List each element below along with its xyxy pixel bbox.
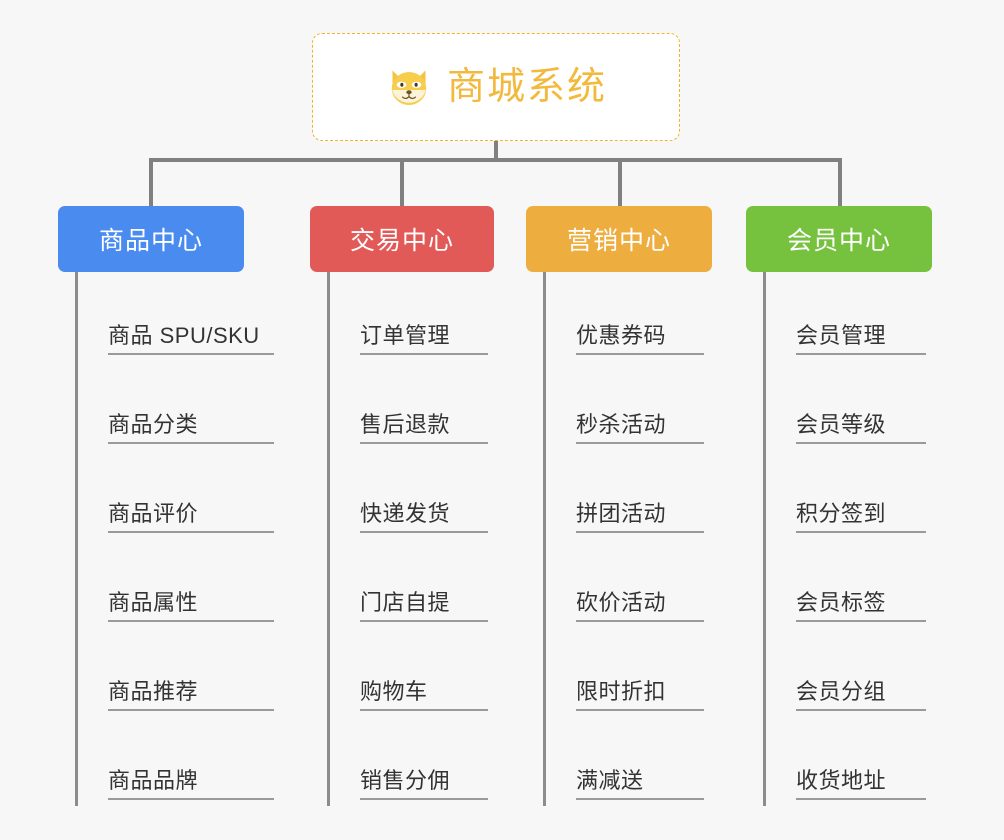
list-item[interactable]: 销售分佣 <box>330 717 494 806</box>
branch-header-3[interactable]: 营销中心 <box>526 206 712 272</box>
leaf-label: 销售分佣 <box>360 768 488 800</box>
branch-header-1[interactable]: 商品中心 <box>58 206 244 272</box>
leaf-label: 商品分类 <box>108 412 274 444</box>
list-item[interactable]: 拼团活动 <box>546 450 712 539</box>
root-node[interactable]: 商城系统 <box>312 33 680 141</box>
leaf-label: 商品属性 <box>108 590 274 622</box>
list-item[interactable]: 会员等级 <box>766 361 932 450</box>
list-item[interactable]: 砍价活动 <box>546 539 712 628</box>
list-item[interactable]: 满减送 <box>546 717 712 806</box>
connector-drop-4 <box>838 158 842 206</box>
list-item[interactable]: 商品 SPU/SKU <box>78 272 274 361</box>
leaf-label: 拼团活动 <box>576 501 704 533</box>
leaf-label: 会员分组 <box>796 679 926 711</box>
list-item[interactable]: 售后退款 <box>330 361 494 450</box>
branch-leaf-list-2: 订单管理 售后退款 快递发货 门店自提 购物车 销售分佣 <box>327 272 494 806</box>
branch-leaf-list-4: 会员管理 会员等级 积分签到 会员标签 会员分组 收货地址 <box>763 272 932 806</box>
branch-column-3: 营销中心 优惠券码 秒杀活动 拼团活动 砍价活动 限时折扣 满减送 <box>526 206 712 806</box>
leaf-label: 优惠券码 <box>576 323 704 355</box>
branch-header-label-3: 营销中心 <box>566 227 671 255</box>
leaf-label: 商品推荐 <box>108 679 274 711</box>
leaf-label: 满减送 <box>576 768 704 800</box>
branch-header-label-1: 商品中心 <box>98 227 203 255</box>
branch-header-4[interactable]: 会员中心 <box>746 206 932 272</box>
list-item[interactable]: 购物车 <box>330 628 494 717</box>
leaf-label: 砍价活动 <box>576 590 704 622</box>
connector-drop-1 <box>149 158 153 206</box>
branch-column-2: 交易中心 订单管理 售后退款 快递发货 门店自提 购物车 销售分佣 <box>310 206 494 806</box>
branch-leaf-list-3: 优惠券码 秒杀活动 拼团活动 砍价活动 限时折扣 满减送 <box>543 272 712 806</box>
list-item[interactable]: 快递发货 <box>330 450 494 539</box>
list-item[interactable]: 商品分类 <box>78 361 274 450</box>
leaf-label: 门店自提 <box>360 590 488 622</box>
list-item[interactable]: 会员分组 <box>766 628 932 717</box>
leaf-label: 快递发货 <box>360 501 488 533</box>
list-item[interactable]: 秒杀活动 <box>546 361 712 450</box>
branch-column-1: 商品中心 商品 SPU/SKU 商品分类 商品评价 商品属性 商品推荐 商品品牌 <box>58 206 274 806</box>
list-item[interactable]: 商品属性 <box>78 539 274 628</box>
connector-horizontal-bus <box>149 158 841 162</box>
list-item[interactable]: 优惠券码 <box>546 272 712 361</box>
list-item[interactable]: 积分签到 <box>766 450 932 539</box>
branch-header-label-2: 交易中心 <box>349 227 454 255</box>
leaf-label: 商品 SPU/SKU <box>108 323 274 355</box>
leaf-label: 购物车 <box>360 679 488 711</box>
list-item[interactable]: 商品评价 <box>78 450 274 539</box>
leaf-label: 会员标签 <box>796 590 926 622</box>
list-item[interactable]: 门店自提 <box>330 539 494 628</box>
list-item[interactable]: 订单管理 <box>330 272 494 361</box>
leaf-label: 积分签到 <box>796 501 926 533</box>
list-item[interactable]: 会员管理 <box>766 272 932 361</box>
list-item[interactable]: 商品推荐 <box>78 628 274 717</box>
list-item[interactable]: 收货地址 <box>766 717 932 806</box>
connector-root-stem <box>494 141 498 162</box>
branch-column-4: 会员中心 会员管理 会员等级 积分签到 会员标签 会员分组 收货地址 <box>746 206 932 806</box>
leaf-label: 商品品牌 <box>108 768 274 800</box>
leaf-label: 会员等级 <box>796 412 926 444</box>
leaf-label: 订单管理 <box>360 323 488 355</box>
leaf-label: 收货地址 <box>796 768 926 800</box>
shiba-dog-face-icon <box>391 70 427 105</box>
leaf-label: 商品评价 <box>108 501 274 533</box>
leaf-label: 会员管理 <box>796 323 926 355</box>
branch-leaf-list-1: 商品 SPU/SKU 商品分类 商品评价 商品属性 商品推荐 商品品牌 <box>75 272 274 806</box>
list-item[interactable]: 限时折扣 <box>546 628 712 717</box>
connector-drop-3 <box>618 158 622 206</box>
leaf-label: 限时折扣 <box>576 679 704 711</box>
leaf-label: 售后退款 <box>360 412 488 444</box>
branch-header-2[interactable]: 交易中心 <box>310 206 494 272</box>
root-title: 商城系统 <box>446 66 607 108</box>
list-item[interactable]: 会员标签 <box>766 539 932 628</box>
leaf-label: 秒杀活动 <box>576 412 704 444</box>
list-item[interactable]: 商品品牌 <box>78 717 274 806</box>
connector-drop-2 <box>400 158 404 206</box>
branch-header-label-4: 会员中心 <box>786 227 891 255</box>
